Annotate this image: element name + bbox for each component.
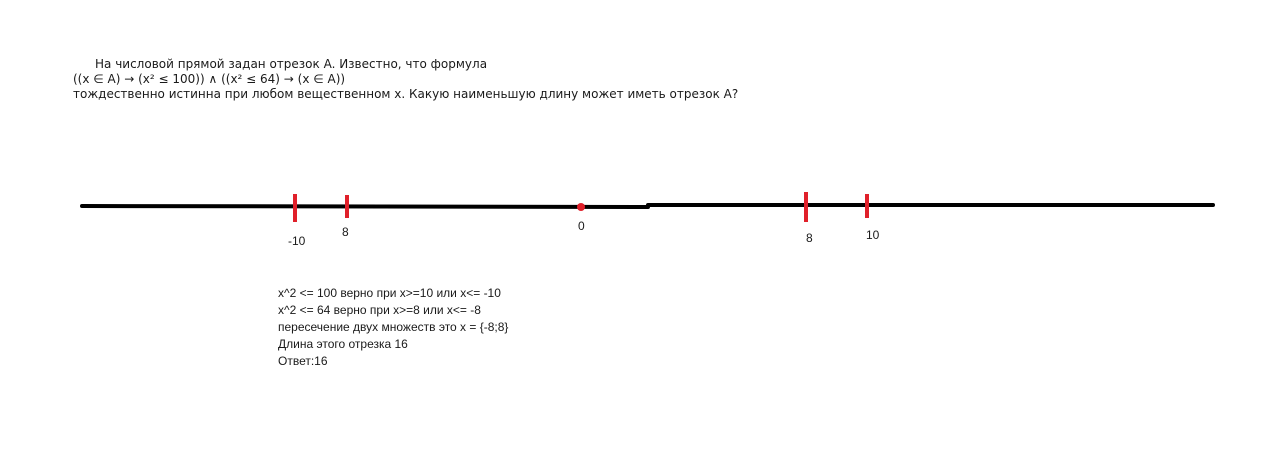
solution-line: x^2 <= 64 верно при x>=8 или x<= -8 [278,303,481,317]
problem-statement: На числовой прямой задан отрезок A. Изве… [73,57,973,102]
label-zero: 0 [578,219,585,233]
problem-formula: ((x ∈ A) → (x² ≤ 100)) ∧ ((x² ≤ 64) → (x… [73,72,346,86]
solution-text: x^2 <= 100 верно при x>=10 или x<= -10 x… [278,285,508,370]
problem-question: тождественно истинна при любом веществен… [73,87,739,101]
problem-line-intro: На числовой прямой задан отрезок A. Изве… [95,57,488,71]
solution-answer: Ответ:16 [278,354,328,368]
label-minus-10: -10 [288,234,306,248]
solution-line: x^2 <= 100 верно при x>=10 или x<= -10 [278,286,501,300]
label-left-8: 8 [342,225,349,239]
solution-line: пересечение двух множеств это x = {-8;8} [278,320,509,334]
zero-point [577,203,585,211]
label-right-8: 8 [806,231,813,245]
number-line-left [80,204,650,209]
label-ten: 10 [866,228,880,242]
solution-line: Длина этого отрезка 16 [278,337,408,351]
